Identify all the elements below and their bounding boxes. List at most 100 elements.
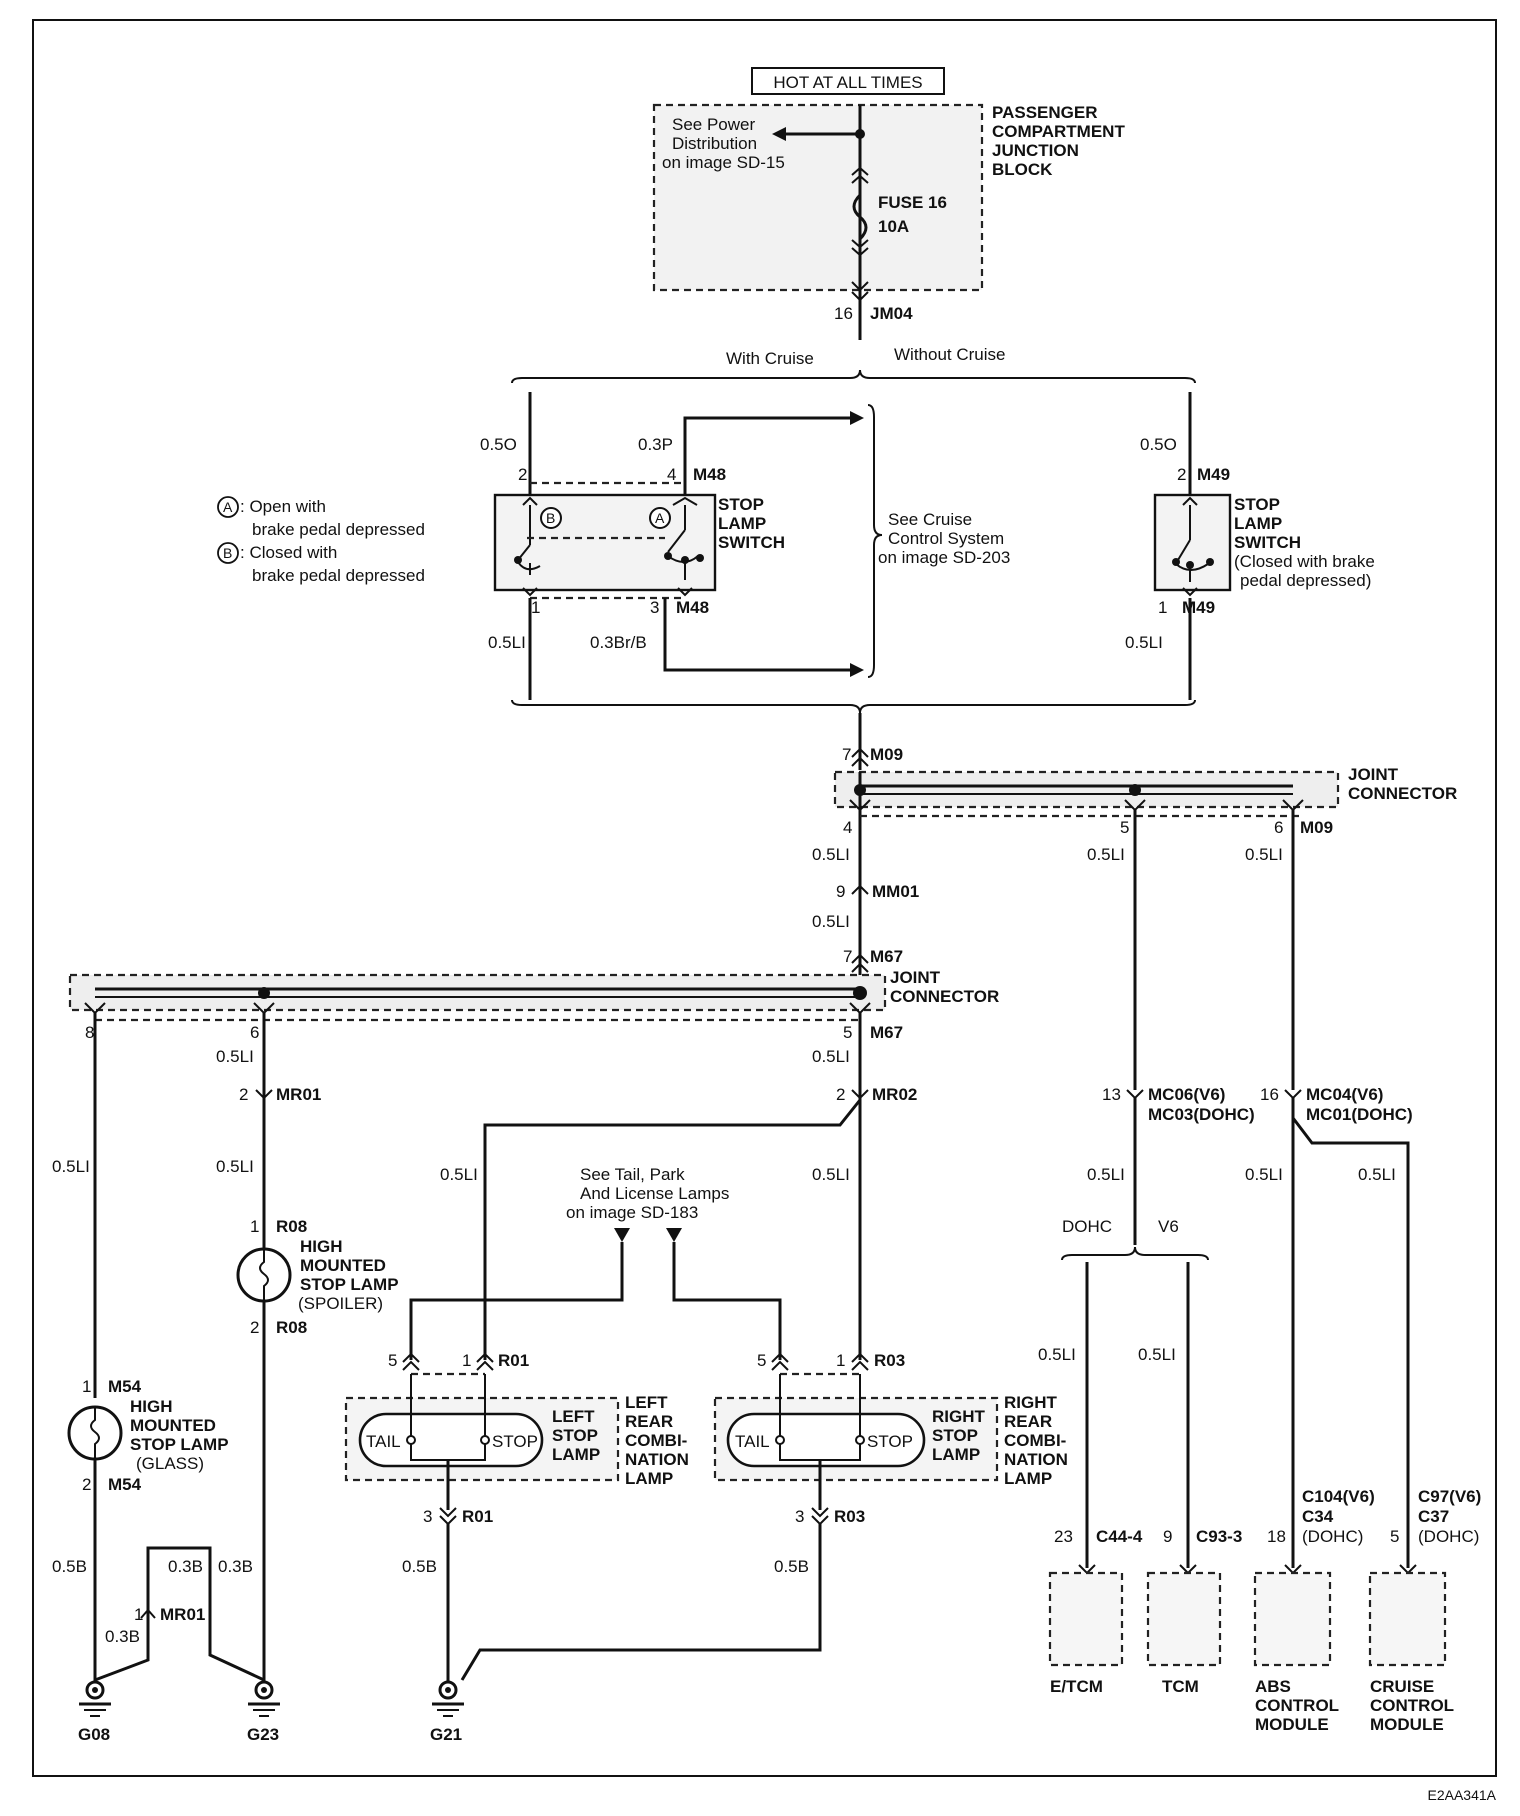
pcjb-label-4: BLOCK [992, 160, 1053, 179]
cruise-label-2: CONTROL [1370, 1696, 1454, 1715]
branch-brace-bottom [511, 699, 1196, 714]
cruise-pin-5: 5 [1390, 1527, 1399, 1546]
m67-pin-7: 7 [843, 947, 852, 966]
right-stop-lamp-1: RIGHT [932, 1407, 986, 1426]
see-tail-3: on image SD-183 [566, 1203, 698, 1222]
right-stop-label: STOP [867, 1432, 913, 1451]
ground-g08-label: G08 [78, 1725, 110, 1744]
right-stop-lamp-2: STOP [932, 1426, 978, 1445]
right-tail-label: TAIL [735, 1432, 770, 1451]
wire-05o-m48: 0.5O [480, 435, 517, 454]
r03-top-label: R03 [874, 1351, 905, 1370]
c34-label: C34 [1302, 1507, 1334, 1526]
left-rear-5: LAMP [625, 1469, 673, 1488]
mr01-pin-2: 2 [239, 1085, 248, 1104]
abs-label-3: MODULE [1255, 1715, 1329, 1734]
m54-bottom-label: M54 [108, 1475, 142, 1494]
mr02-label: MR02 [872, 1085, 917, 1104]
r08-pin-1: 1 [250, 1217, 259, 1236]
m67-pin-6: 6 [250, 1023, 259, 1042]
ground-g23-label: G23 [247, 1725, 279, 1744]
tcm-box [1146, 1571, 1222, 1667]
mm01-pin-9: 9 [836, 882, 845, 901]
m54-pin-2: 2 [82, 1475, 91, 1494]
c93-label: C93-3 [1196, 1527, 1242, 1546]
wire-05li-mr01: 0.5LI [216, 1157, 254, 1176]
see-power-1: See Power [672, 115, 755, 134]
m67-bottom-label: M67 [870, 1023, 903, 1042]
rear-combination-circuits: 0.5LI 2 MR02 0.5LI 0.5LI See Tail, Park … [344, 1013, 1068, 1690]
m48-switch-title-1: STOP [718, 495, 764, 514]
see-tail-1: See Tail, Park [580, 1165, 685, 1184]
v6-branch-label: V6 [1158, 1217, 1179, 1236]
m49-note-1: (Closed with brake [1234, 552, 1375, 571]
mr01-ground-pin: 1 [134, 1605, 143, 1624]
ground-g21: G21 [430, 1680, 464, 1744]
m49-switch-title-1: STOP [1234, 495, 1280, 514]
hot-at-all-times-box [751, 67, 945, 95]
wire-05li-v6: 0.5LI [1138, 1345, 1176, 1364]
abs-box [1253, 1571, 1332, 1667]
left-rear-1: LEFT [625, 1393, 668, 1412]
left-stop-lamp-2: STOP [552, 1426, 598, 1445]
r01-pin-5: 5 [388, 1351, 397, 1370]
hmsl-glass-circuit: 0.5LI 1 M54 HIGH MOUNTED STOP LAMP (GLAS… [52, 1013, 229, 1690]
legend-b-symbol: B [223, 545, 232, 561]
m48-pin-1: 1 [531, 598, 540, 617]
hot-at-all-times-label: HOT AT ALL TIMES [773, 73, 922, 92]
wire-05li-pin8: 0.5LI [52, 1157, 90, 1176]
r01-pin-3: 3 [423, 1507, 432, 1526]
tcm-label: TCM [1162, 1677, 1199, 1696]
mc06-label: MC06(V6) [1148, 1085, 1225, 1104]
wire-05li-right-stop: 0.5LI [812, 1165, 850, 1184]
mc03-label: MC03(DOHC) [1148, 1105, 1255, 1124]
right-stop-lamp-3: LAMP [932, 1445, 980, 1464]
left-rear-3: COMBI- [625, 1431, 687, 1450]
r01-bottom-label: R01 [462, 1507, 493, 1526]
jc1-label-2: CONNECTOR [1348, 784, 1457, 803]
legend-a-symbol: A [223, 499, 233, 515]
see-tail-2: And License Lamps [580, 1184, 729, 1203]
c44-label: C44-4 [1096, 1527, 1143, 1546]
wire-05li-left-stop: 0.5LI [440, 1165, 478, 1184]
wire-05b-m54: 0.5B [52, 1557, 87, 1576]
left-stop-lamp-1: LEFT [552, 1407, 595, 1426]
left-stop-lamp-3: LAMP [552, 1445, 600, 1464]
m09-pin-7: 7 [842, 745, 851, 764]
c97-label: C97(V6) [1418, 1487, 1481, 1506]
mc01-label: MC01(DOHC) [1306, 1105, 1413, 1124]
legend-a-line2: brake pedal depressed [252, 520, 425, 539]
right-rear-4: NATION [1004, 1450, 1068, 1469]
r03-pin-3: 3 [795, 1507, 804, 1526]
tcm-pin-9: 9 [1163, 1527, 1172, 1546]
cruise-label-1: CRUISE [1370, 1677, 1434, 1696]
right-rear-2: REAR [1004, 1412, 1052, 1431]
hmsl-spoiler-2: MOUNTED [300, 1256, 386, 1275]
legend-b-line2: brake pedal depressed [252, 566, 425, 585]
wire-03brb-m48: 0.3Br/B [590, 633, 647, 652]
hmsl-glass-3: STOP LAMP [130, 1435, 229, 1454]
r03-bottom-label: R03 [834, 1507, 865, 1526]
wire-05li-pin6-m67: 0.5LI [216, 1047, 254, 1066]
c34-dohc: (DOHC) [1302, 1527, 1363, 1546]
jc2-label-2: CONNECTOR [890, 987, 999, 1006]
ground-g08: G08 [78, 1680, 111, 1744]
m48-switch-title-3: SWITCH [718, 533, 785, 552]
m54-top-label: M54 [108, 1377, 142, 1396]
mr02-pin-2: 2 [836, 1085, 845, 1104]
dohc-branch-label: DOHC [1062, 1217, 1112, 1236]
wire-05li-m09-out: 0.5LI [812, 845, 850, 864]
jc1-label-1: JOINT [1348, 765, 1399, 784]
wire-03b-a: 0.3B [105, 1627, 140, 1646]
wire-05li-abs: 0.5LI [1245, 1165, 1283, 1184]
c37-dohc: (DOHC) [1418, 1527, 1479, 1546]
m67-top-label: M67 [870, 947, 903, 966]
fuse-rating: 10A [878, 217, 909, 236]
m49-switch-title-2: LAMP [1234, 514, 1282, 533]
hmsl-spoiler-3: STOP LAMP [300, 1275, 399, 1294]
m09-pin-5: 5 [1120, 818, 1129, 837]
m48-pin-4: 4 [667, 465, 676, 484]
hmsl-spoiler-4: (SPOILER) [298, 1294, 383, 1313]
mm01-label: MM01 [872, 882, 919, 901]
r08-bottom-label: R08 [276, 1318, 307, 1337]
